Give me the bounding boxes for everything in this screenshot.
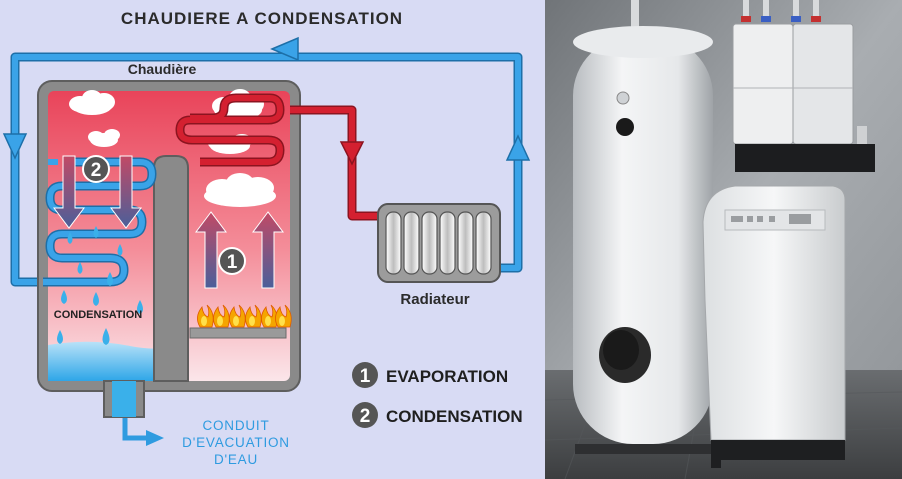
cloud [204,173,276,207]
storage-tank [573,26,713,454]
svg-text:1: 1 [227,252,238,273]
cold-return-pipe-left [12,54,46,285]
wall-modules [732,23,875,172]
flue-gas-up-arrows [195,211,284,289]
up-arrow [252,211,284,289]
drain-label-line1: CONDUIT [202,418,269,433]
radiator [377,203,501,283]
boiler-label: Chaudière [128,61,197,77]
svg-text:1: 1 [360,366,371,387]
hot-flow-arrow [339,141,365,166]
down-arrow [53,155,85,229]
cold-pipe-top [46,54,521,271]
drain-label-line2: D'EVACUATION [182,435,290,450]
marker-condensation: 2 [82,155,110,183]
floor-boiler [702,185,846,468]
down-arrow [110,155,142,229]
svg-text:2: 2 [360,406,371,427]
flow-arrow-right [505,134,531,161]
cold-coil [43,159,155,285]
flow-arrow-left [2,133,28,160]
svg-text:2: 2 [91,160,102,181]
radiator-label: Radiateur [400,291,469,308]
diagram-title: CHAUDIERE A CONDENSATION [121,9,403,28]
drain-flow-arrow [146,430,164,446]
up-arrow [195,211,227,289]
flue-gas-down-arrows [53,155,142,229]
cloud [88,129,120,147]
flow-arrow-top [270,36,299,62]
legend: 1 EVAPORATION 2 CONDENSATION [352,362,523,428]
svg-text:CONDENSATION: CONDENSATION [386,407,523,426]
boiler-divider-wall [153,155,189,382]
burner-flames [197,304,292,328]
legend-item-evaporation: 1 EVAPORATION [352,362,508,388]
condensate-drops [57,226,143,345]
boiler-photo [545,0,902,479]
svg-text:EVAPORATION: EVAPORATION [386,367,508,386]
drain-flow-line [122,418,148,441]
condensation-zone-label: CONDENSATION [54,309,142,321]
legend-item-condensation: 2 CONDENSATION [352,402,523,428]
drain-water [112,381,136,417]
drain-label-line3: D'EAU [214,452,258,467]
marker-evaporation: 1 [218,247,246,275]
cloud [69,90,115,115]
hot-coil [177,95,283,165]
condensing-boiler-diagram: CHAUDIERE A CONDENSATION Chaudière CONDU… [0,0,545,479]
burner-plate [189,327,287,339]
condensate-water [48,341,178,381]
